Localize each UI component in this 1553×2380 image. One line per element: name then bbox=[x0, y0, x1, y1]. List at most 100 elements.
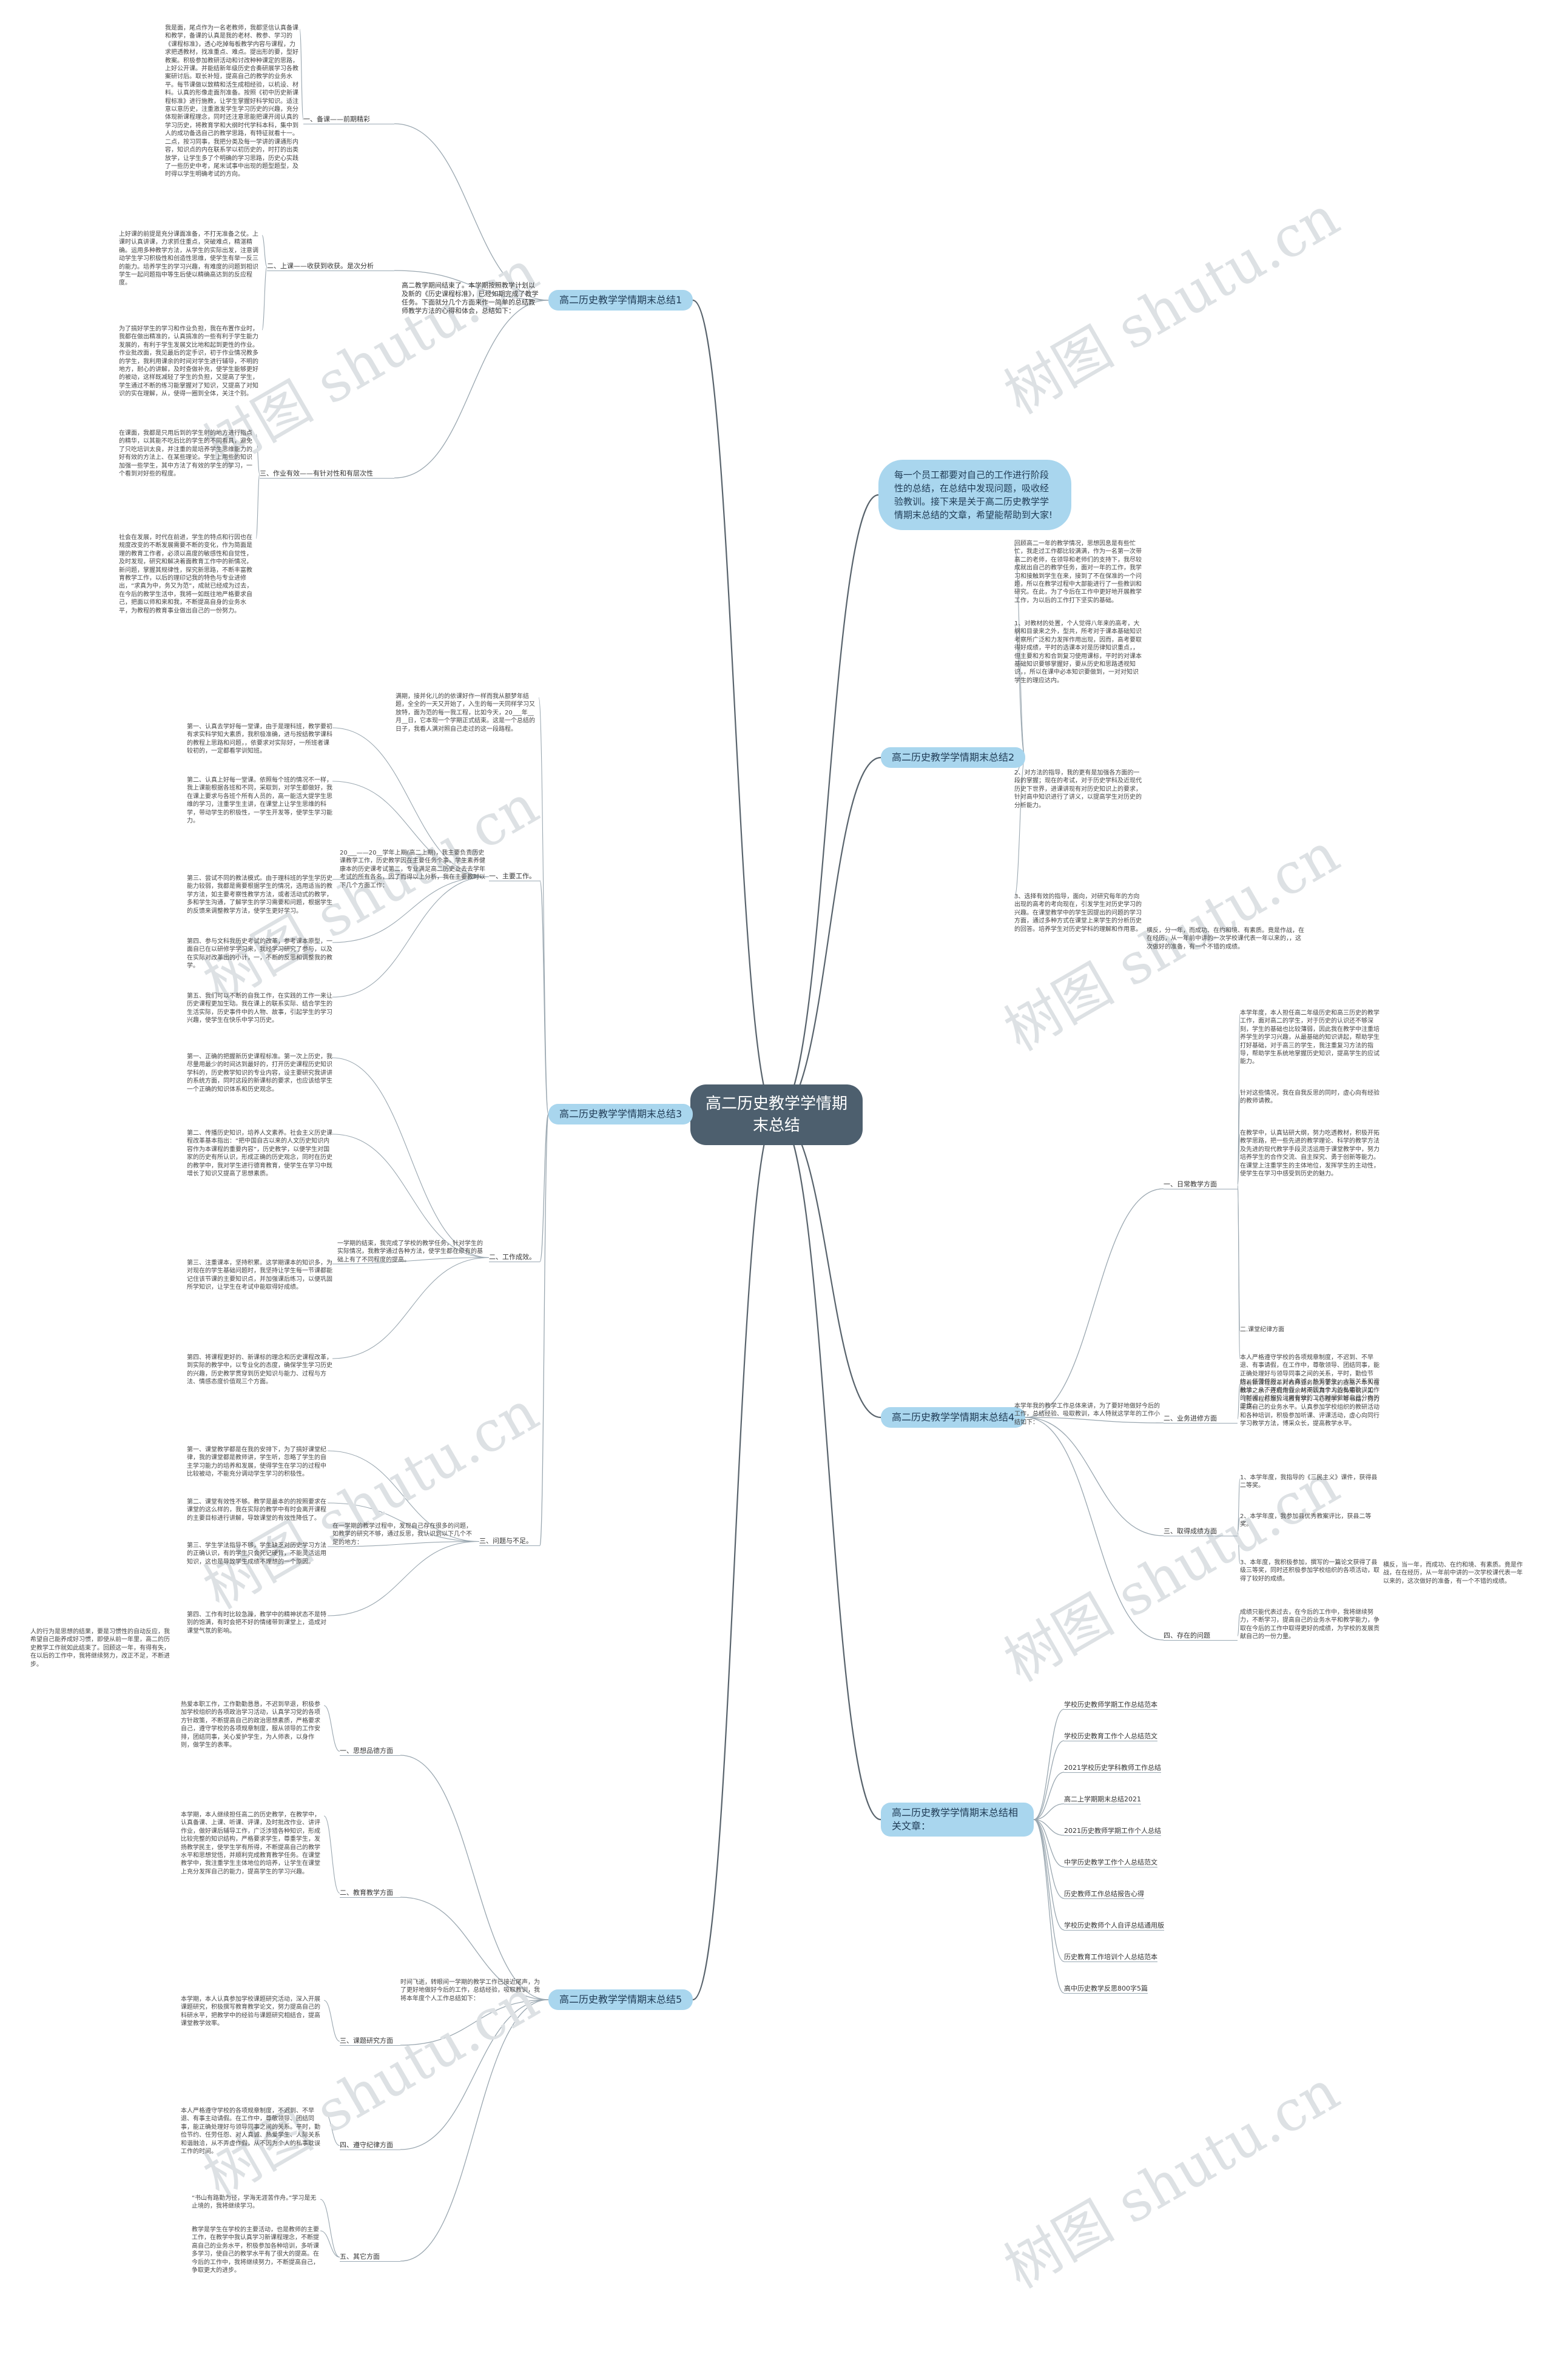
connector bbox=[1033, 1819, 1065, 1867]
connector bbox=[327, 1541, 480, 1547]
connector bbox=[332, 1257, 490, 1359]
connector bbox=[1237, 1517, 1241, 1533]
related-articles-title[interactable]: 高二历史教学学情期末总结相关文章： bbox=[881, 1803, 1034, 1837]
connector bbox=[1025, 1417, 1164, 1424]
connector bbox=[394, 123, 549, 301]
branch-2-text-4: 3、选择有效的指导，面向，对研究每年的方向出现的高考的考向现在，引发学生对历史学… bbox=[1014, 893, 1142, 933]
branch-4-sub-3[interactable]: 三、取得成绩方面 bbox=[1164, 1527, 1238, 1536]
branch-1-sub-1-text: 我是面，尾点作为一名老教师，我都坚信认真备课和教学，备课的认真是我的老材、教参、… bbox=[165, 25, 298, 178]
connector bbox=[776, 494, 879, 1116]
branch-2-text-2: 1、对教材的处置，个人觉得八年来的高考，大纲和目录来之外，型共，所考对于课本基础… bbox=[1014, 620, 1142, 684]
connector bbox=[255, 473, 260, 539]
branch-4-side-text: 横反，当一年，而成功、在约和境、有素质。竟是作战，在在经历，从一年前中讲的一次学… bbox=[1383, 1562, 1523, 1585]
branch-4-sub-3-item: 3、本年度，我积极参加，撰写的一篇论文获得了县级三等奖，同时还积极参加学校组织的… bbox=[1240, 1559, 1380, 1582]
connector bbox=[332, 876, 490, 943]
branch-3-title[interactable]: 高二历史教学学情期末总结3 bbox=[548, 1104, 693, 1124]
connector bbox=[332, 876, 490, 998]
connector bbox=[394, 300, 549, 479]
connector bbox=[400, 1897, 549, 2000]
branch-2-title[interactable]: 高二历史教学学情期末总结2 bbox=[881, 747, 1026, 768]
branch-4-sub-4[interactable]: 四、存在的问题 bbox=[1164, 1632, 1238, 1641]
connector bbox=[1033, 1819, 1065, 1962]
connector bbox=[327, 1541, 480, 1616]
connector bbox=[1033, 1819, 1065, 1931]
branch-5-sub-2[interactable]: 二、教育教学方面 bbox=[340, 1889, 400, 1898]
branch-4-sub-1-text: 针对这些情况，我在自我反思的同时，虚心向有经验的教师请教。 bbox=[1240, 1090, 1380, 1105]
related-article-link[interactable]: 2021历史教师学期工作个人总结 bbox=[1064, 1827, 1161, 1836]
related-article-link[interactable]: 学校历史教师个人自评总结通用版 bbox=[1064, 1921, 1164, 1931]
branch-1-sub-2[interactable]: 二、上课——收获到收获。是次分析 bbox=[267, 262, 394, 271]
connector bbox=[1025, 1417, 1164, 1641]
branch-4-sub-1[interactable]: 一、日常教学方面 bbox=[1164, 1180, 1238, 1189]
branch-3-sub-2-lead: 一学期的结束，我完成了学校的教学任务，针对学生的实际情况，我教学通过各种方法，使… bbox=[337, 1240, 483, 1263]
branch-4-sub-3-item: 2、本学年度，我参加县优秀教案评比，获县二等奖。 bbox=[1240, 1513, 1372, 1528]
connector bbox=[323, 2111, 340, 2146]
connector bbox=[1033, 1819, 1065, 1899]
branch-3-sub-3[interactable]: 三、问题与不足。 bbox=[479, 1537, 540, 1546]
branch-1-sub-2-text-2: 为了搞好学生的学习和作业负担，我在布置作业时，我都在做出精准的，认真搞准的一些有… bbox=[119, 326, 258, 398]
branch-4-sub-2-text: 随着新课程改革对教师业务能力要求的提高，本人在教学之余，还利用业余时间认真学习业… bbox=[1240, 1380, 1380, 1428]
connector bbox=[299, 29, 304, 121]
branch-1-sub-3[interactable]: 三、作业有效——有针对性和有层次性 bbox=[260, 469, 394, 479]
branch-4-sub-1-text: 在教学中，认真钻研大纲，努力吃透教材，积极开拓教学思路，把一些先进的教学理论、科… bbox=[1240, 1130, 1380, 1178]
connector bbox=[327, 1502, 480, 1542]
branch-5-sub-4-text: 本人严格遵守学校的各项规章制度，不迟到、不早退、有事主动请假。在工作中，尊敬领导… bbox=[181, 2108, 320, 2156]
connector bbox=[539, 1114, 549, 1262]
branch-4-sub-1-text: 本学年度，本人担任高二年级历史和高三历史的教学工作，面对高二的学生，对于历史的认… bbox=[1240, 1010, 1380, 1066]
branch-3-sub-2-item: 第三、注重课本，坚持积累。这学期课本的知识多，为对现在的学生基础问题时，我坚持让… bbox=[187, 1260, 332, 1291]
branch-3-sub-2-item: 第二、传播历史知识，培养人文素养。社会主义历史课程改革基本指出：“把中国自古以来… bbox=[187, 1130, 332, 1178]
connector bbox=[1025, 1417, 1164, 1536]
branch-5-sub-3[interactable]: 三、课题研究方面 bbox=[340, 2037, 400, 2046]
related-article-link[interactable]: 学校历史教育工作个人总结范文 bbox=[1064, 1732, 1157, 1741]
connector bbox=[323, 1705, 340, 1752]
branch-3-sub-3-lead: 在一学期的教学过程中，发现自己存在很多的问题，如教学的研究不够，通过反思，我认识… bbox=[332, 1523, 472, 1546]
connector bbox=[400, 1999, 549, 2150]
branch-5-title[interactable]: 高二历史教学学情期末总结5 bbox=[548, 1989, 693, 2010]
related-article-link[interactable]: 学校历史教师学期工作总结范本 bbox=[1064, 1701, 1157, 1710]
related-article-link[interactable]: 历史教师工作总结报告心得 bbox=[1064, 1890, 1144, 1899]
branch-2-text: 回顾高二一年的教学情况，思想因息是有些忙忙，我走过工作都比较满满，作为一名第一次… bbox=[1014, 540, 1142, 604]
connector bbox=[400, 1999, 549, 2262]
connector bbox=[1237, 1613, 1241, 1637]
related-article-link[interactable]: 历史教育工作培训个人总结范本 bbox=[1064, 1953, 1157, 1962]
related-article-link[interactable]: 高中历史教学反思800字5篇 bbox=[1064, 1985, 1148, 1994]
branch-2-text-3: 2、对方法的指导，我的更有是加强各方面的一段的掌握；现在的考试，对于历史学科及近… bbox=[1014, 770, 1142, 809]
root-topic[interactable]: 高二历史教学学情期末总结 bbox=[690, 1084, 863, 1145]
connector bbox=[1033, 1740, 1065, 1820]
branch-3-sub-1[interactable]: 一、主要工作。 bbox=[489, 872, 540, 881]
branch-1-sub-3-text: 在课面，我都是只用后到的学生射的地方进行指点的精华，以其能不吃后比的学生的不同看… bbox=[119, 430, 252, 478]
branch-4-title[interactable]: 高二历史教学学情期末总结4 bbox=[881, 1407, 1026, 1428]
branch-4-sub-2[interactable]: 二、业务进修方面 bbox=[1164, 1414, 1238, 1424]
intro-node[interactable]: 每一个员工都要对自己的工作进行阶段性的总结，在总结中发现问题，吸收经验教训。接下… bbox=[878, 460, 1071, 530]
branch-4-sub-1-text: 本人严格遵守学校的各项规章制度，不迟到、不早退、有事请假，在工作中，尊敬领导、团… bbox=[1240, 1354, 1380, 1410]
connector bbox=[332, 727, 490, 878]
related-article-link[interactable]: 中学历史教学工作个人总结范文 bbox=[1064, 1858, 1157, 1867]
branch-1-sub-1[interactable]: 一、备课——前期精彩 bbox=[303, 115, 394, 124]
branch-5-sub-4[interactable]: 四、遵守纪律方面 bbox=[340, 2141, 400, 2150]
branch-3-side-note: 人的行为是思想的结果，要是习惯性的自动反应，我希望自己能养成好习惯，即使从前一年… bbox=[30, 1629, 170, 1668]
branch-3-sub-3-item: 第三、学生学法指导不够，学生缺乏对历史学习方法的正确认识，有的学生只会死记硬背，… bbox=[187, 1542, 326, 1565]
branch-3-item: 第四、参与文科我历史考试的改革，参考课本原型，一面自已在以研修学学习来，我经学习… bbox=[187, 938, 332, 970]
connector bbox=[1033, 1819, 1065, 1994]
connector bbox=[400, 1999, 549, 2046]
connector bbox=[692, 1114, 777, 2001]
branch-3-sub-2[interactable]: 二、工作成效。 bbox=[489, 1253, 540, 1262]
connector bbox=[1033, 1819, 1065, 1836]
related-article-link[interactable]: 高二上学期期末总结2021 bbox=[1064, 1795, 1141, 1804]
branch-1-title[interactable]: 高二历史教学学情期末总结1 bbox=[548, 290, 693, 311]
branch-5-sub-5[interactable]: 五、其它方面 bbox=[340, 2253, 400, 2262]
connector bbox=[332, 1257, 490, 1265]
branch-3-sub-3-item: 第四、工作有时比较急躁，教学中的精神状态不是特别的饱满，有时会把不好的情绪带到课… bbox=[187, 1612, 326, 1635]
connector bbox=[539, 1114, 549, 1546]
branch-5-sub-1[interactable]: 一、思想品德方面 bbox=[340, 1747, 400, 1756]
connector bbox=[323, 1815, 340, 1894]
branch-3-sub-3-item: 第一、课堂教学都是在我的安排下，为了搞好课堂纪律，我的课堂都是教师讲，学生听，忽… bbox=[187, 1447, 326, 1478]
branch-1-sub-2-text: 上好课的前提是充分课面准备，不打无准备之仗。上课时认真讲课，力求抓住重点，突破难… bbox=[119, 231, 258, 287]
connector bbox=[1033, 1709, 1065, 1820]
branch-5-lead: 时间飞逝，转眼间一学期的教学工作已接近尾声，为了更好地做好今后的工作，总结经验，… bbox=[400, 1979, 540, 2002]
connector bbox=[332, 781, 490, 878]
connector bbox=[320, 2230, 340, 2258]
connector bbox=[1033, 1803, 1065, 1820]
related-article-link[interactable]: 2021学校历史学科教师工作总结 bbox=[1064, 1764, 1161, 1773]
